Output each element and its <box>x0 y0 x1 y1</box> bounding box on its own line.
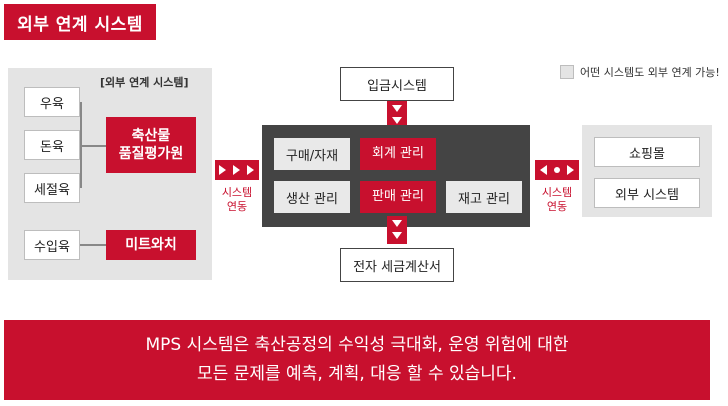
institute-line-1: 축산물 <box>131 127 171 144</box>
node-beef: 우육 <box>24 87 80 117</box>
node-production: 생산 관리 <box>274 181 350 213</box>
summary-banner: MPS 시스템은 축산공정의 수익성 극대화, 운영 위험에 대한 모든 문제를… <box>4 320 710 400</box>
down-arrow-icon <box>387 101 407 129</box>
node-pork: 돈육 <box>24 130 80 160</box>
right-link-line-1: 시스템 <box>541 186 573 199</box>
page-title: 외부 연계 시스템 <box>4 4 156 40</box>
node-e-tax-invoice: 전자 세금계산서 <box>340 248 454 282</box>
connector-line <box>80 145 106 147</box>
bidirectional-arrow-icon <box>535 160 579 180</box>
summary-line-1: MPS 시스템은 축산공정의 수익성 극대화, 운영 위험에 대한 <box>145 335 569 356</box>
left-link-line-2: 연동 <box>226 200 248 214</box>
node-sales: 판매 관리 <box>360 181 436 213</box>
connector-line <box>80 244 106 246</box>
node-imported-meat: 수입육 <box>24 230 80 260</box>
node-inventory: 재고 관리 <box>446 181 522 213</box>
node-shopping-mall: 쇼핑몰 <box>594 137 700 167</box>
external-systems-label: [외부 연계 시스템] <box>100 76 189 89</box>
node-purchase: 구매/자재 <box>274 138 350 170</box>
legend-text: 어떤 시스템도 외부 연계 가능! <box>580 66 720 79</box>
node-external-system: 외부 시스템 <box>594 178 700 208</box>
node-meat-watch: 미트와치 <box>106 230 196 260</box>
node-cut-meat: 세절육 <box>24 173 80 203</box>
down-arrow-icon <box>387 216 407 244</box>
summary-line-2: 모든 문제를 예측, 계획, 대응 할 수 있습니다. <box>197 364 517 384</box>
legend-swatch <box>560 65 574 79</box>
left-link-label: 시스템 연동 <box>214 186 260 215</box>
institute-line-2: 품질평가원 <box>118 146 184 162</box>
node-quality-institute: 축산물 품질평가원 <box>106 117 196 173</box>
right-link-label: 시스템 연동 <box>534 186 580 215</box>
node-accounting: 회계 관리 <box>360 138 436 170</box>
left-link-line-1: 시스템 <box>221 186 253 199</box>
node-deposit-system: 입금시스템 <box>340 67 454 101</box>
right-arrow-icon <box>215 160 259 180</box>
right-link-line-2: 연동 <box>546 200 568 214</box>
